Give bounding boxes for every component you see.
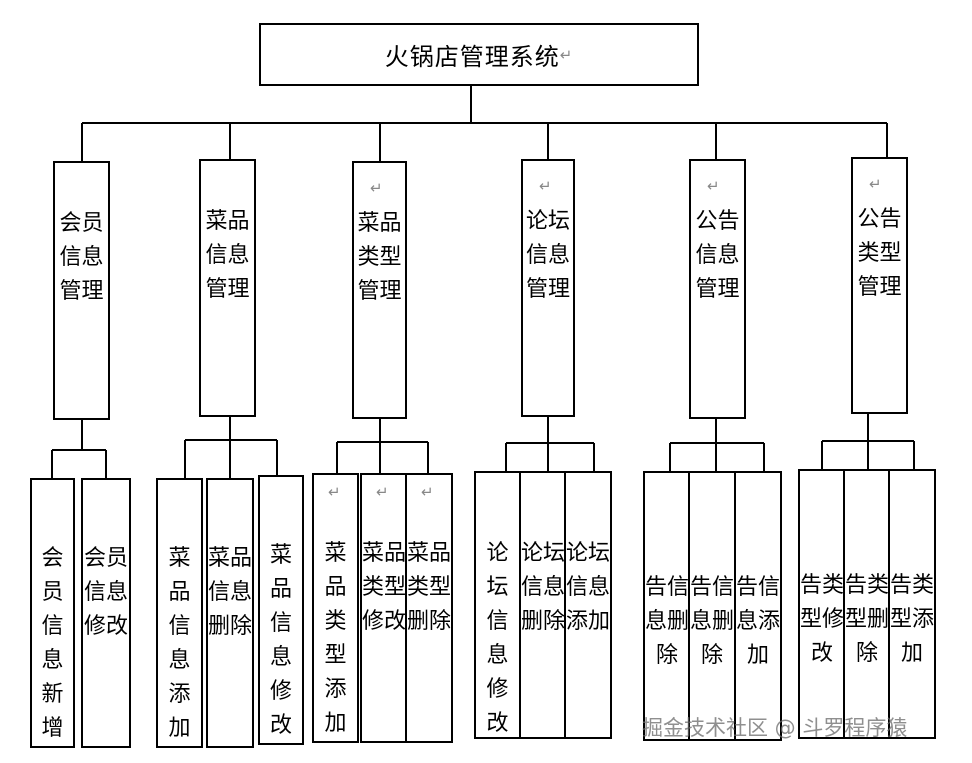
- leaf-noticetype-delete: 告类型删除: [843, 469, 891, 739]
- leaf-label: 论坛信息删除: [521, 541, 566, 634]
- return-mark: ↵: [539, 177, 552, 195]
- leaf-noticetype-add: 告类型添加: [888, 469, 936, 739]
- module-forum-info: ↵ 论坛信息管理: [521, 159, 575, 417]
- leaf-dishtype-add: ↵ 菜品类型添加: [312, 473, 359, 743]
- return-mark: ↵: [869, 175, 882, 193]
- module-member-info: 会员信息管理: [53, 161, 110, 420]
- return-mark: ↵: [707, 177, 720, 195]
- module-label: 会员信息管理: [59, 211, 104, 304]
- module-label: 论坛信息管理: [525, 209, 570, 302]
- leaf-label: 论坛信息修改: [486, 541, 509, 736]
- watermark: 掘金技术社区 @ 斗罗程序猿: [642, 716, 908, 740]
- leaf-label: 菜品信息修改: [269, 543, 292, 738]
- return-mark: ↵: [376, 483, 389, 501]
- leaf-label: 菜品信息删除: [208, 546, 253, 639]
- leaf-dishtype-edit: ↵ 菜品类型修改: [360, 473, 408, 743]
- leaf-forum-delete: 论坛信息删除: [519, 471, 567, 739]
- leaf-label: 告类型删除: [845, 573, 890, 666]
- root-title: 火锅店管理系统: [384, 43, 560, 71]
- leaf-forum-edit: 论坛信息修改: [474, 471, 521, 739]
- leaf-label: 会员信息新增: [41, 546, 64, 741]
- leaf-dish-delete: 菜品信息删除: [206, 478, 254, 748]
- module-label: 菜品信息管理: [205, 209, 250, 302]
- leaf-dish-add: 菜品信息添加: [156, 478, 203, 748]
- module-notice-info: ↵ 公告信息管理: [689, 159, 746, 419]
- leaf-label: 菜品类型修改: [362, 541, 407, 634]
- leaf-notice-delete-1: 告信息删除: [643, 471, 691, 741]
- module-label: 公告信息管理: [695, 209, 740, 302]
- leaf-noticetype-edit: 告类型修改: [798, 469, 846, 739]
- module-label: 公告类型管理: [857, 207, 902, 300]
- leaf-notice-add: 告信息添加: [734, 471, 782, 741]
- module-label: 菜品类型管理: [357, 211, 402, 304]
- leaf-label: 论坛信息添加: [566, 541, 611, 634]
- module-dish-type: ↵ 菜品类型管理: [352, 161, 407, 419]
- return-mark: ↵: [370, 179, 383, 197]
- return-mark: ↵: [328, 483, 341, 501]
- leaf-dish-edit: 菜品信息修改: [258, 475, 304, 745]
- leaf-member-add: 会员信息新增: [30, 478, 75, 748]
- leaf-label: 告信息删除: [690, 575, 735, 668]
- module-dish-info: 菜品信息管理: [199, 159, 256, 417]
- leaf-dishtype-delete: ↵ 菜品类型删除: [405, 473, 453, 743]
- leaf-member-edit: 会员信息修改: [81, 478, 131, 748]
- root-title-wrap: 火锅店管理系统↵: [261, 25, 697, 84]
- return-mark: ↵: [559, 45, 574, 64]
- leaf-label: 告类型修改: [800, 573, 845, 666]
- leaf-notice-delete-2: 告信息删除: [688, 471, 736, 741]
- leaf-label: 告信息删除: [645, 575, 690, 668]
- leaf-label: 菜品类型添加: [324, 541, 347, 736]
- root-node: 火锅店管理系统↵: [259, 23, 699, 86]
- leaf-label: 菜品类型删除: [407, 541, 452, 634]
- module-notice-type: ↵ 公告类型管理: [851, 157, 908, 414]
- return-mark: ↵: [421, 483, 434, 501]
- leaf-label: 会员信息修改: [83, 546, 128, 639]
- leaf-forum-add: 论坛信息添加: [564, 471, 612, 739]
- leaf-label: 告信息添加: [736, 575, 781, 668]
- leaf-label: 告类型添加: [890, 573, 935, 666]
- leaf-label: 菜品信息添加: [168, 546, 191, 741]
